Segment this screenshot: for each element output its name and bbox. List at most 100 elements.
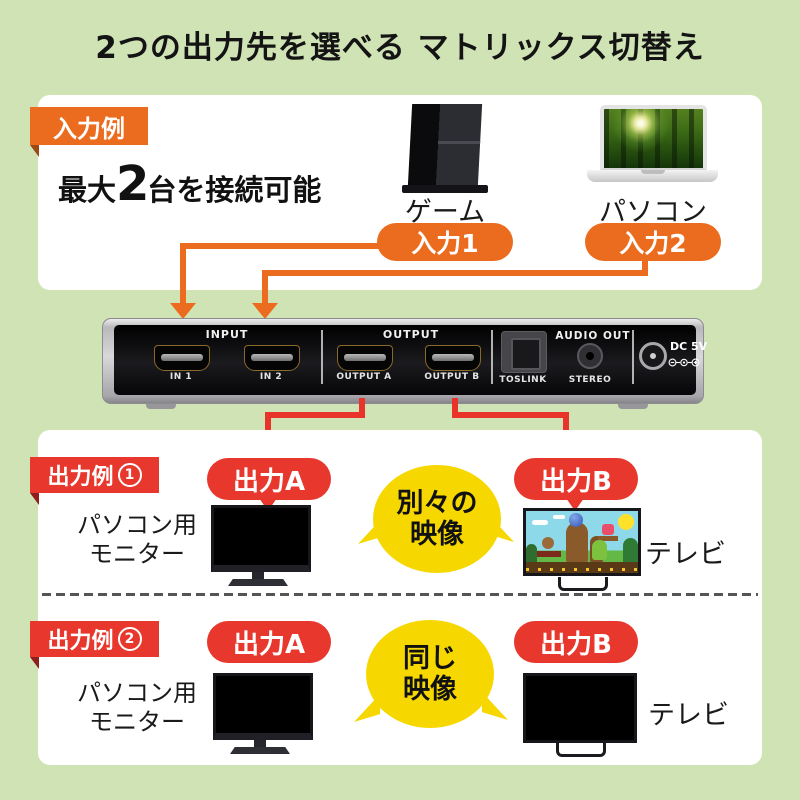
console-seam [438, 140, 481, 144]
output-a-badge-2: 出力A [207, 621, 331, 663]
bubble-line1: 同じ [403, 643, 457, 674]
stereo-jack [577, 343, 603, 369]
tv-stand [558, 577, 608, 591]
tv-image-1 [523, 508, 641, 576]
arrow-input1-vertical [180, 243, 186, 305]
jack-hole [586, 352, 594, 360]
monitor-base [230, 747, 290, 754]
tv-label-1: テレビ [645, 539, 726, 570]
output-b-badge-1: 出力B [514, 458, 638, 500]
dc-polarity-icon [668, 358, 700, 367]
source1-label: ゲーム [404, 197, 486, 228]
arrow-out-a-vertical [265, 412, 271, 439]
dc-power-jack [639, 342, 667, 370]
heading-post: 台を接続可能 [147, 173, 322, 207]
game-ball [569, 513, 583, 527]
bubble-line2: 映像 [403, 674, 457, 706]
panel-divider [321, 330, 323, 384]
tv-image-2 [523, 673, 637, 743]
page-title: 2つの出力先を選べる マトリックス切替え [95, 30, 705, 66]
toslink-port [501, 331, 547, 373]
audio-group-label: AUDIO OUT [555, 330, 631, 342]
heading-pre: 最大 [58, 173, 117, 207]
laptop-base [587, 170, 718, 182]
arrow-out-a-stub [359, 398, 365, 415]
arrow-out-b-stub [452, 398, 458, 415]
game-dots [526, 568, 638, 571]
tv-stand [556, 743, 606, 757]
source2-label: パソコン [599, 197, 707, 228]
game-sun [618, 514, 634, 530]
monitor-label-line1: パソコン用 [77, 679, 197, 707]
arrow-out-b-horizontal [452, 412, 569, 418]
toslink-opening [511, 338, 541, 370]
output-example1-tab-label: 出力例 [47, 465, 114, 490]
toslink-label: TOSLINK [499, 375, 547, 385]
game-bush [623, 538, 638, 562]
tab-fold-decoration [30, 493, 39, 505]
hdmi-port-in1 [154, 345, 210, 371]
panel-divider [491, 330, 493, 384]
input-heading: 最大2台を接続可能 [58, 156, 321, 212]
panel-divider [632, 330, 634, 384]
arrow-out-a-horizontal [265, 412, 365, 418]
output-b-badge-2: 出力B [514, 621, 638, 663]
output-example2-tab: 出力例 2 [30, 621, 159, 657]
input-group-label: INPUT [205, 328, 249, 341]
game-tower [566, 522, 588, 562]
dc-power-label: DC 5V [670, 340, 708, 353]
pc-monitor-image-2 [213, 673, 313, 740]
monitor-label-2: パソコン用 モニター [66, 679, 208, 738]
bubble-line1: 別々の [396, 488, 478, 519]
input2-badge: 入力2 [585, 223, 721, 261]
hdmi-slot [161, 354, 203, 361]
output-example2-tab-label: 出力例 [47, 629, 114, 654]
game-console-image [407, 104, 483, 186]
monitor-neck [254, 740, 266, 747]
game-bush [526, 544, 537, 562]
input-example-tab-label: 入力例 [53, 114, 125, 143]
arrow-input1-horizontal [180, 243, 379, 249]
out-a-port-label: OUTPUT A [336, 372, 392, 382]
monitor-label-line2: モニター [89, 540, 185, 569]
circled-number-2-icon: 2 [117, 627, 142, 651]
laptop-image [600, 105, 707, 170]
circled-number-1-icon: 1 [117, 463, 142, 487]
dc-pin [650, 353, 656, 359]
dashed-divider [42, 593, 758, 596]
game-cloud [553, 515, 565, 519]
arrow-input2-head-icon [252, 303, 278, 319]
arrow-input2-vertical [262, 270, 268, 305]
laptop-notch [641, 170, 665, 174]
tab-fold-decoration [30, 145, 39, 157]
in1-port-label: IN 1 [169, 372, 193, 382]
hdmi-port-out-a [337, 345, 393, 371]
game-character [602, 524, 614, 535]
hdmi-slot [344, 354, 386, 361]
input-example-tab: 入力例 [30, 107, 148, 145]
bubble-1 [373, 465, 501, 573]
game-platform [534, 551, 561, 557]
stereo-label: STEREO [568, 375, 612, 385]
hdmi-port-in2 [244, 345, 300, 371]
hdmi-slot [432, 354, 474, 361]
monitor-neck [252, 572, 264, 579]
game-character [592, 540, 607, 560]
in2-port-label: IN 2 [259, 372, 283, 382]
bubble-1-text: 別々の 映像 [373, 488, 501, 551]
game-cloud [532, 520, 548, 525]
pc-monitor-image-1 [211, 505, 311, 572]
badge-tail [566, 498, 584, 511]
bubble-2-text: 同じ 映像 [366, 643, 494, 706]
game-console-base [402, 185, 488, 193]
monitor-label-line2: モニター [89, 708, 185, 737]
game-platform [598, 536, 618, 541]
arrow-out-b-vertical [563, 412, 569, 439]
monitor-base [228, 579, 288, 586]
output-example1-tab: 出力例 1 [30, 457, 159, 493]
monitor-label-line1: パソコン用 [77, 511, 197, 539]
heading-number: 2 [116, 156, 149, 212]
input1-badge: 入力1 [377, 223, 513, 261]
output-a-badge-1: 出力A [207, 458, 331, 500]
